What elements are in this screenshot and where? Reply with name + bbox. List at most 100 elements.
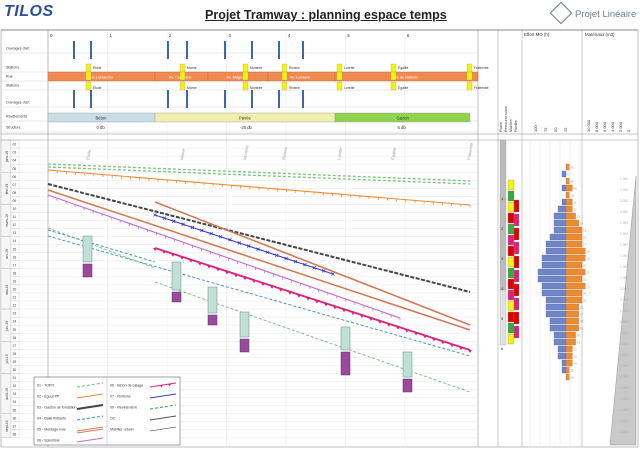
ouvrage-blocks <box>82 235 413 393</box>
resource-chip <box>513 325 520 339</box>
task-mark <box>441 341 445 345</box>
task-mark <box>243 277 247 281</box>
legend-swatch-mark <box>160 384 171 388</box>
task-mark <box>284 256 288 261</box>
effort-tick-label: 50 <box>553 127 558 132</box>
ouvrage-marker <box>224 90 226 108</box>
effort-bar-orange <box>565 240 583 248</box>
ouvrage-rows <box>73 41 304 108</box>
task-mark <box>171 219 176 223</box>
effort-bar-orange <box>565 268 586 276</box>
station-marker <box>336 71 343 81</box>
street-segment <box>334 71 479 82</box>
task-gaston <box>47 183 471 293</box>
task-mark <box>265 250 270 255</box>
station-label: Fraternité <box>474 86 489 90</box>
task-topo-2 <box>47 166 471 185</box>
task-finitions <box>154 214 334 275</box>
effort-bar-orange <box>565 373 570 381</box>
week-label: 15 <box>13 247 17 251</box>
station-marker <box>466 63 473 73</box>
effort-bar-orange <box>565 177 570 185</box>
effort-bar-blue <box>561 170 567 178</box>
chainage-tick-label: 6 <box>407 33 410 38</box>
effort-bar-label: 19 <box>586 257 590 261</box>
week-label: 26 <box>13 336 17 340</box>
row-label: Ouvrages d'art <box>6 101 29 105</box>
effort-bar-label: 14 <box>580 222 584 226</box>
week-label: 32 <box>13 384 17 388</box>
station-label: Marne <box>187 66 197 70</box>
materials-tick-label: 0 <box>626 129 631 132</box>
task-mark <box>270 285 274 289</box>
legend-swatch <box>76 404 104 410</box>
effort-bar-blue <box>557 345 567 353</box>
task-mark <box>468 350 472 353</box>
street-label: Rue de Nations <box>392 75 418 79</box>
station-label: Égalité <box>398 65 408 70</box>
task-mark <box>237 241 242 245</box>
task-mark <box>261 282 265 286</box>
ouvrage-block-dark <box>207 314 218 326</box>
station-label: Marne <box>187 86 197 90</box>
ouvrage-block-light <box>82 235 93 263</box>
station-label: Lorette <box>344 66 355 70</box>
street-label: Av. Lumière <box>290 75 310 79</box>
revetement-duration: 0 db <box>97 125 106 130</box>
ouvrage-marker <box>167 41 169 59</box>
week-label: 09 <box>13 199 17 203</box>
ouvrage-marker <box>73 41 75 59</box>
row-label: Rue <box>6 75 13 79</box>
week-label: 21 <box>13 296 17 300</box>
task-mark <box>218 234 223 239</box>
effort-bar-label: 21 <box>586 271 590 275</box>
task-mark <box>297 294 301 298</box>
materials-value-label: 1 000 <box>620 419 628 423</box>
legend-label: Mobilier urbain <box>110 428 134 432</box>
station-marker <box>179 63 186 73</box>
effort-bar-blue <box>557 352 567 360</box>
materials-value-label: 1 000 <box>620 331 628 335</box>
effort-bar-label: 31 <box>577 341 581 345</box>
legend-swatch <box>76 415 104 421</box>
effort-tick-label: 75 <box>543 127 548 132</box>
effort-bar-blue <box>553 331 567 339</box>
effort-bar-blue <box>553 226 567 234</box>
revetement-label: Béton <box>96 116 108 121</box>
ouvrage-marker <box>302 90 304 108</box>
station-label: Fraternité <box>474 66 489 70</box>
station-marker <box>242 81 249 91</box>
task-mark <box>256 247 260 251</box>
ouvrage-block-light <box>402 351 413 378</box>
effort-bar-blue <box>553 219 567 227</box>
ouvrage-marker <box>302 41 304 59</box>
task-montage-2 <box>154 201 471 326</box>
task-mark <box>225 271 229 275</box>
phase-block <box>499 139 507 201</box>
task-mark <box>369 317 373 321</box>
effort-tick-label: 100 <box>533 125 538 132</box>
materials-value-label: 1 000 <box>620 221 628 225</box>
materials-tick-label: 6 000 <box>602 121 607 132</box>
effort-bar-label: 33 <box>573 355 577 359</box>
resource-column-header: Phase <box>499 122 503 132</box>
chainage-tick-label: 4 <box>288 33 291 38</box>
ouvrage-marker <box>90 41 92 59</box>
week-label: 37 <box>13 424 17 428</box>
effort-bar-label: 20 <box>583 264 587 268</box>
resource-chip <box>507 278 515 290</box>
task-dalle-2 <box>47 229 156 263</box>
station-axis-label: Fraternité <box>466 142 474 160</box>
task-mark <box>275 253 279 258</box>
effort-bar-orange <box>565 282 586 290</box>
effort-bar-label: 28 <box>580 320 584 324</box>
task-mark <box>342 309 346 313</box>
task-mark <box>207 265 211 269</box>
legend-label: 07 - Finitions <box>110 395 131 399</box>
effort-bar-blue <box>553 212 567 220</box>
task-montage <box>47 189 471 331</box>
task-mark <box>303 262 307 267</box>
effort-bar-blue <box>561 359 567 367</box>
materials-value-label: 1 000 <box>620 232 628 236</box>
effort-bar-label: 23 <box>586 285 590 289</box>
